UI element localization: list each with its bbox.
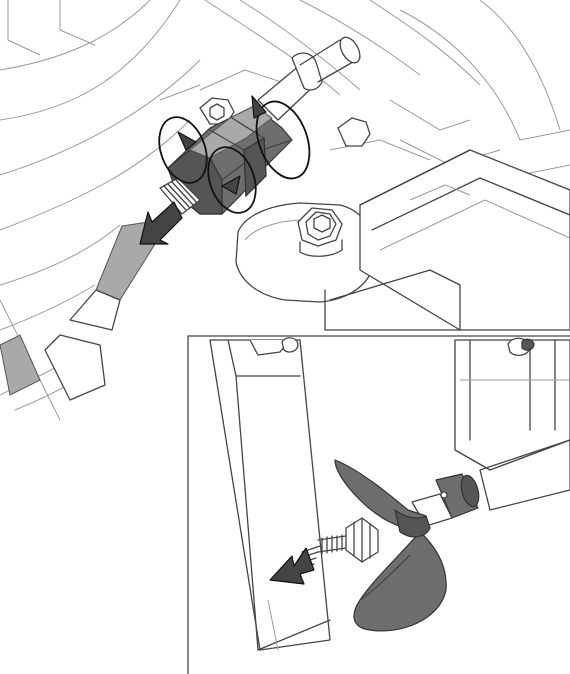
prop-nut <box>345 517 379 563</box>
inset-pull-out-arrow <box>269 545 321 585</box>
hex-coupling-nut <box>167 105 293 215</box>
inset-view <box>187 335 570 674</box>
main-view <box>0 0 570 421</box>
inset-frame <box>187 335 570 674</box>
hex-bolt <box>297 207 343 257</box>
propeller-shaft <box>257 36 361 121</box>
inset-housing <box>249 337 570 511</box>
machine-frame <box>0 0 570 421</box>
rudder-blade <box>209 339 331 651</box>
threaded-shaft <box>317 534 347 555</box>
propeller <box>334 459 447 632</box>
rotation-indicators <box>158 95 311 214</box>
pull-out-arrow <box>139 201 183 245</box>
upper-bolt <box>199 97 371 147</box>
threaded-rod <box>159 177 201 215</box>
shaft-leg <box>0 221 161 401</box>
